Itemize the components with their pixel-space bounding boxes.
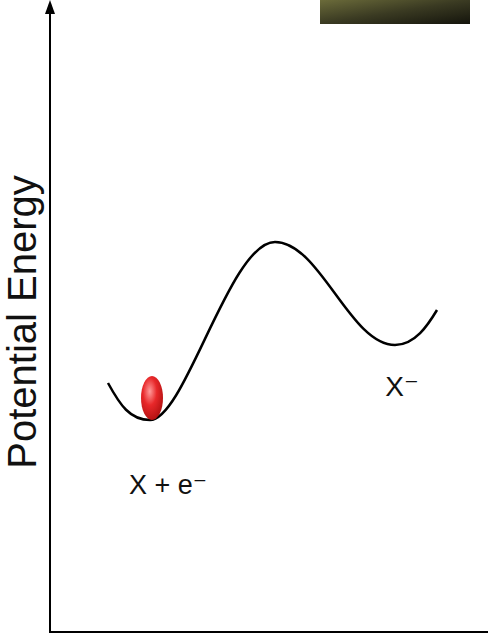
y-axis	[49, 12, 51, 632]
corner-bar	[320, 0, 470, 24]
state-label: X⁻	[385, 373, 418, 401]
axis-label: Potential Energy	[2, 175, 42, 469]
state-label: X + e⁻	[129, 472, 207, 499]
axis-arrow	[45, 0, 55, 14]
electron-ball	[141, 376, 163, 420]
x-axis	[49, 631, 488, 633]
energy-curve	[108, 242, 437, 420]
